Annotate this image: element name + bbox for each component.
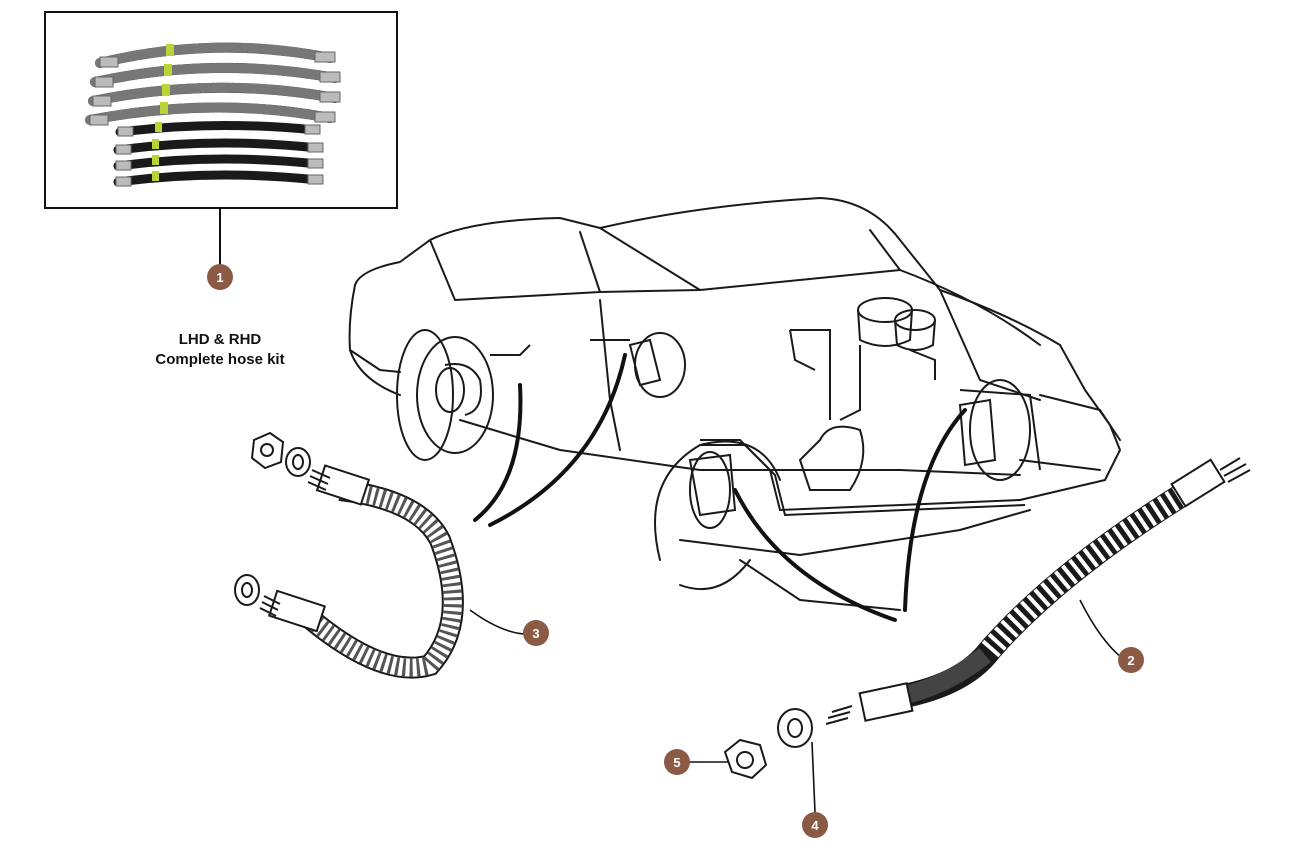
rear-wheel [396,329,494,461]
callout-5: 5 [664,749,690,775]
braided-hose [259,464,464,679]
kit-hoses [85,42,340,187]
kit-caption-line2: Complete hose kit [155,351,285,368]
front-flexible-hose [825,457,1251,725]
callout-2: 2 [1118,647,1144,673]
kit-fittings [89,51,341,187]
front-caliper-left [688,451,737,529]
brake-pipes [490,329,1041,517]
callout-1: 1 [207,264,233,290]
copper-washer [777,708,813,748]
braided-hose-washer-bottom [234,574,260,606]
callout-1-number: 1 [216,269,224,285]
kit-caption: LHD & RHD Complete hose kit [120,330,320,370]
car-outline [348,197,1121,611]
kit-caption-line1: LHD & RHD [178,331,262,348]
braided-hose-washer-top [285,447,311,477]
braided-hose-nut [250,431,285,470]
callout-3: 3 [523,620,549,646]
callout-5-number: 5 [673,754,681,770]
callout-4: 4 [802,812,828,838]
kit-ferrules [152,44,174,181]
callout-leaders [469,599,1123,813]
master-cylinder [798,297,936,491]
rear-caliper-right [590,332,686,398]
hose-nut [723,738,768,780]
front-caliper-right [958,379,1031,481]
hose-leads [473,353,967,622]
hose-kit-inset [44,11,398,209]
callout-4-number: 4 [811,817,819,833]
callout-2-number: 2 [1127,652,1135,668]
callout-3-number: 3 [532,625,540,641]
